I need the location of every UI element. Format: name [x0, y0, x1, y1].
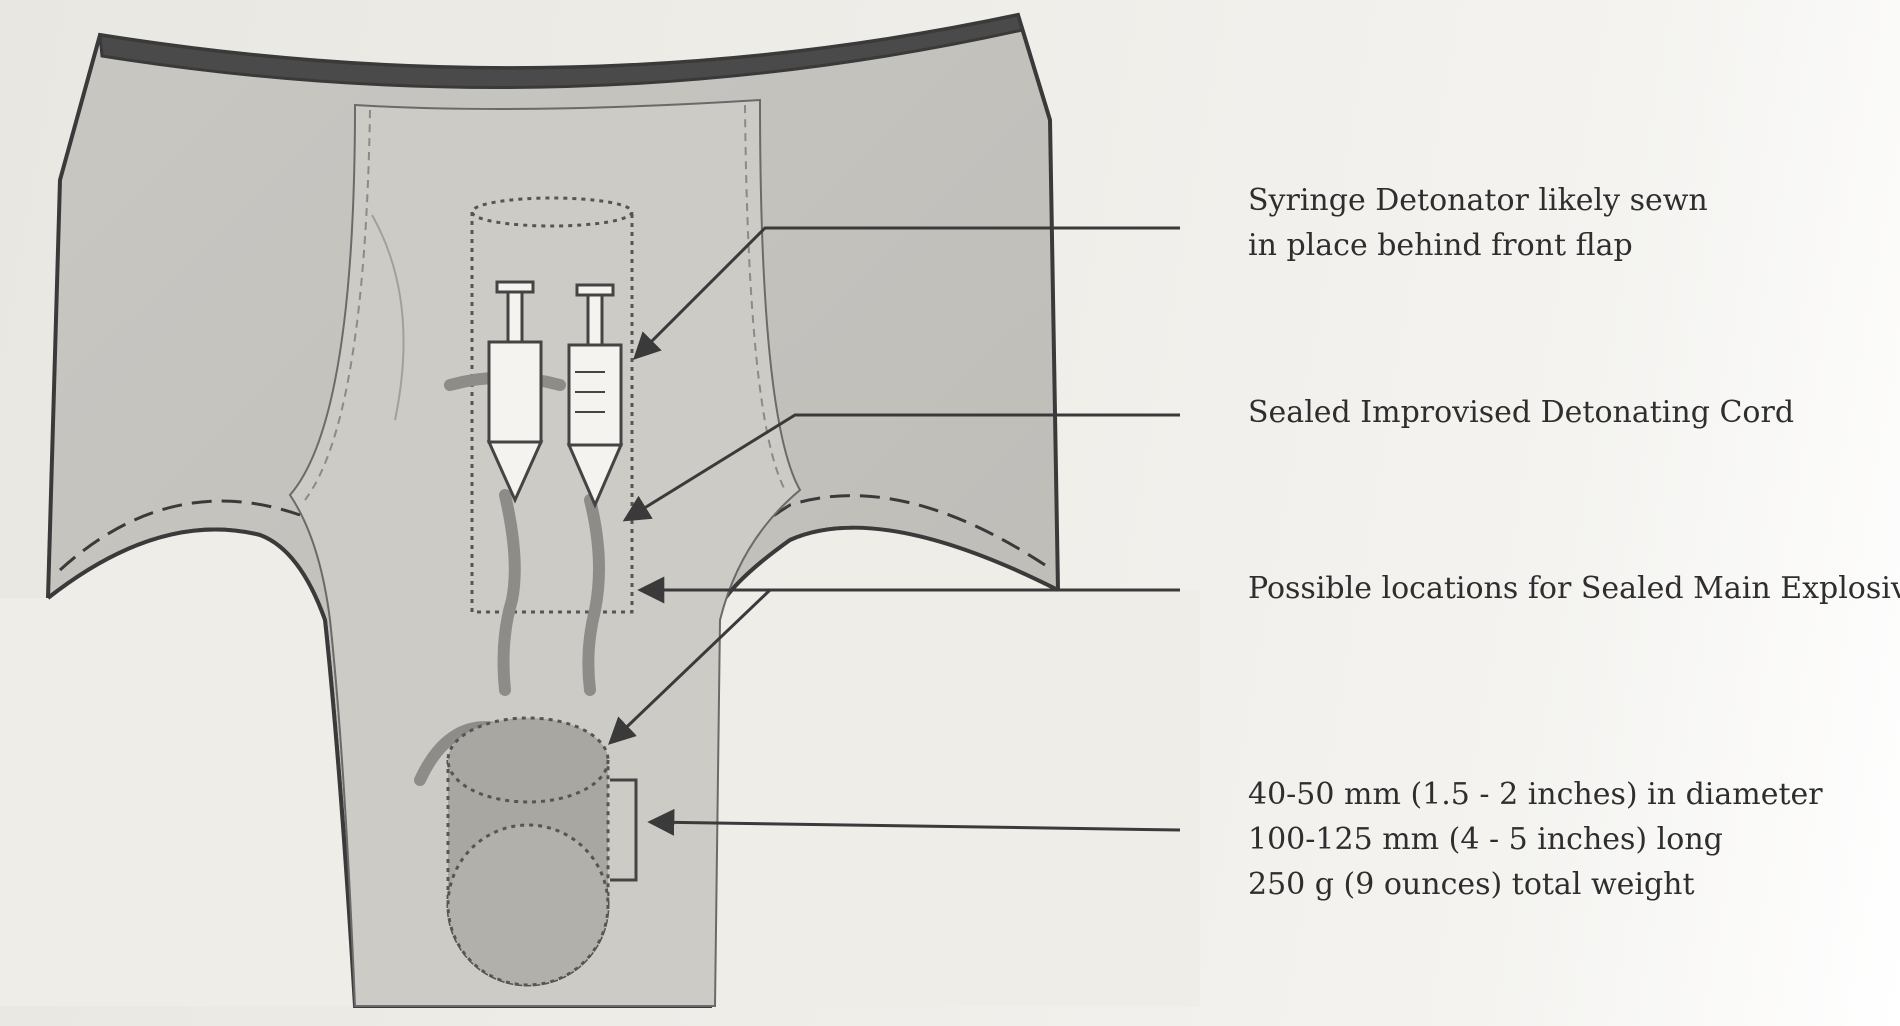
leader-locations-lower: [608, 588, 772, 745]
front-panel-stitch-left: [304, 109, 371, 501]
leader-syringe: [633, 226, 1180, 360]
fold-line: [371, 214, 405, 421]
main-explosive-locations-text: Possible locations for Sealed Main Explo…: [1248, 571, 1900, 606]
front-panel-stitch-right: [744, 104, 786, 491]
syringe-icon: [486, 280, 544, 504]
syringe-icon: [566, 283, 624, 509]
waistband: [98, 13, 1024, 89]
leader-specs: [647, 808, 1181, 836]
main-explosive-locations-label: Possible locations for Sealed Main Explo…: [1248, 566, 1900, 611]
leader-cord: [622, 413, 1180, 522]
detonating-cord-right: [582, 494, 605, 696]
right-leg-opening: [708, 527, 1200, 1006]
detonating-cord-left: [497, 489, 521, 696]
detonator-pocket-top: [470, 196, 634, 228]
left-leg-opening: [0, 529, 355, 1006]
explosive-specs-label: 40-50 mm (1.5 - 2 inches) in diameter 10…: [1248, 772, 1823, 907]
detonator-pocket: [470, 212, 634, 614]
explosive-length-text: 100-125 mm (4 - 5 inches) long: [1248, 822, 1723, 857]
cylinder-icon: [446, 716, 638, 987]
detonating-cord-text: Sealed Improvised Detonating Cord: [1248, 395, 1795, 430]
syringe-detonator-label: Syringe Detonator likely sewn in place b…: [1248, 178, 1708, 268]
leader-lines: [608, 226, 1181, 836]
syringe-detonator-line-2: in place behind front flap: [1248, 228, 1633, 263]
detonating-cord-label: Sealed Improvised Detonating Cord: [1248, 390, 1794, 435]
explosive-diameter-text: 40-50 mm (1.5 - 2 inches) in diameter: [1248, 777, 1823, 812]
syringe-detonator-line-1: Syringe Detonator likely sewn: [1248, 183, 1708, 218]
explosive-weight-text: 250 g (9 ounces) total weight: [1248, 867, 1695, 902]
